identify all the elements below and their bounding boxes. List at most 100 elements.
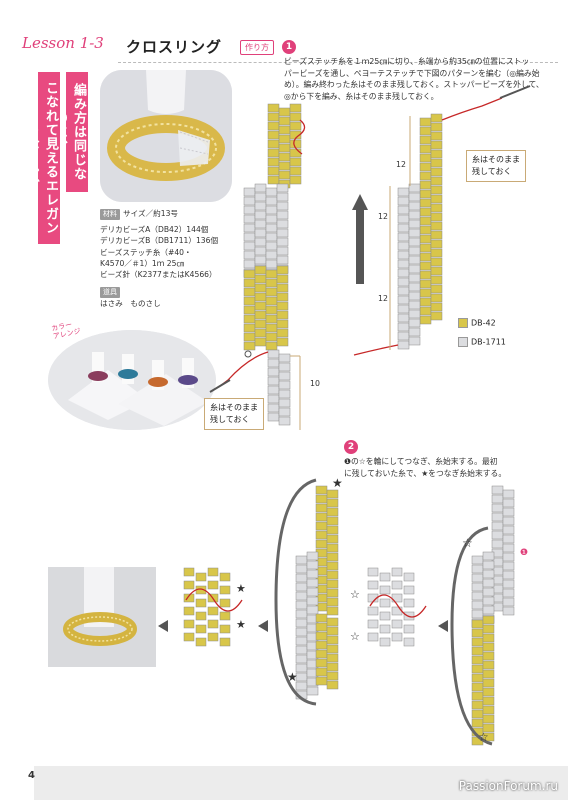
start-marker bbox=[244, 350, 252, 358]
bead bbox=[430, 221, 443, 231]
bead bbox=[397, 295, 410, 305]
bead bbox=[482, 615, 495, 625]
bead bbox=[315, 485, 328, 495]
bead bbox=[326, 644, 339, 654]
bead bbox=[419, 144, 432, 154]
bead bbox=[267, 175, 280, 185]
bead bbox=[326, 626, 339, 636]
bead bbox=[315, 658, 328, 668]
bead bbox=[267, 103, 280, 113]
bead bbox=[289, 121, 302, 131]
black-star-icon: ★ bbox=[287, 670, 298, 684]
bead bbox=[254, 183, 267, 193]
bead bbox=[265, 250, 278, 260]
bead bbox=[379, 611, 391, 621]
bead bbox=[326, 662, 339, 672]
bead bbox=[276, 210, 289, 220]
bead bbox=[419, 216, 432, 226]
tagline: 編み方は同じなのに、 こなれて見えるエレガントなリング bbox=[24, 72, 94, 244]
bead bbox=[254, 328, 267, 338]
note-line: 糸はそのまま bbox=[210, 403, 258, 412]
bead bbox=[243, 232, 256, 242]
bead bbox=[502, 543, 515, 553]
bead bbox=[295, 600, 308, 610]
bead bbox=[295, 591, 308, 601]
bead bbox=[243, 314, 256, 324]
bead bbox=[430, 140, 443, 150]
bead bbox=[326, 671, 339, 681]
bead bbox=[419, 207, 432, 217]
bead bbox=[397, 277, 410, 287]
bead bbox=[482, 705, 495, 715]
bead bbox=[430, 176, 443, 186]
bead bbox=[254, 246, 267, 256]
bead bbox=[408, 336, 421, 346]
bead bbox=[403, 572, 415, 582]
bead bbox=[502, 525, 515, 535]
bead bbox=[243, 205, 256, 215]
bead bbox=[397, 313, 410, 323]
bead bbox=[243, 214, 256, 224]
bead bbox=[379, 637, 391, 647]
bead bbox=[397, 214, 410, 224]
bead bbox=[267, 112, 280, 122]
bead bbox=[471, 564, 484, 574]
bead bbox=[326, 543, 339, 553]
color-arrange-illustration bbox=[48, 330, 216, 430]
material-item: K4570／＃1）1ｍ 25㎝ bbox=[100, 258, 185, 268]
material-item: ビーズステッチ糸（#40・ bbox=[100, 247, 192, 257]
bead bbox=[326, 516, 339, 526]
bead bbox=[267, 139, 280, 149]
diagram-annotations bbox=[290, 116, 411, 430]
bead bbox=[471, 673, 484, 683]
ring-photo-illustration bbox=[100, 70, 232, 202]
bead bbox=[471, 655, 484, 665]
bead bbox=[391, 632, 403, 642]
bead bbox=[278, 134, 291, 144]
bead bbox=[289, 112, 302, 122]
bead bbox=[419, 171, 432, 181]
bead bbox=[419, 162, 432, 172]
black-star-icon: ★ bbox=[236, 618, 246, 631]
bead bbox=[419, 153, 432, 163]
bead bbox=[254, 292, 267, 302]
bead bbox=[430, 194, 443, 204]
bead bbox=[502, 570, 515, 580]
bead bbox=[408, 300, 421, 310]
bead bbox=[326, 570, 339, 580]
finished-ring-photo bbox=[48, 567, 156, 667]
tagline-line-1: 編み方は同じなのに、 bbox=[52, 72, 88, 192]
bead bbox=[207, 580, 219, 590]
bead bbox=[430, 275, 443, 285]
bead bbox=[430, 185, 443, 195]
bead bbox=[482, 660, 495, 670]
bead bbox=[243, 269, 256, 279]
bead bbox=[306, 569, 319, 579]
bead bbox=[419, 198, 432, 208]
bead bbox=[183, 632, 195, 642]
bead bbox=[254, 310, 267, 320]
bead bbox=[419, 117, 432, 127]
bead bbox=[397, 259, 410, 269]
bead bbox=[430, 266, 443, 276]
white-star-icon: ☆ bbox=[478, 730, 489, 744]
bead bbox=[391, 619, 403, 629]
bead bbox=[243, 278, 256, 288]
bead bbox=[267, 166, 280, 176]
bead bbox=[265, 332, 278, 342]
bead bbox=[276, 246, 289, 256]
bead bbox=[419, 306, 432, 316]
bead bbox=[315, 503, 328, 513]
thread-path bbox=[293, 119, 306, 155]
bead bbox=[306, 560, 319, 570]
bead bbox=[278, 398, 291, 408]
page-number: 4 bbox=[28, 770, 35, 781]
bead bbox=[430, 167, 443, 177]
bead bbox=[419, 315, 432, 325]
bead bbox=[367, 619, 379, 629]
bead bbox=[265, 259, 278, 269]
bead bbox=[267, 403, 280, 413]
bead bbox=[243, 287, 256, 297]
bead bbox=[306, 605, 319, 615]
